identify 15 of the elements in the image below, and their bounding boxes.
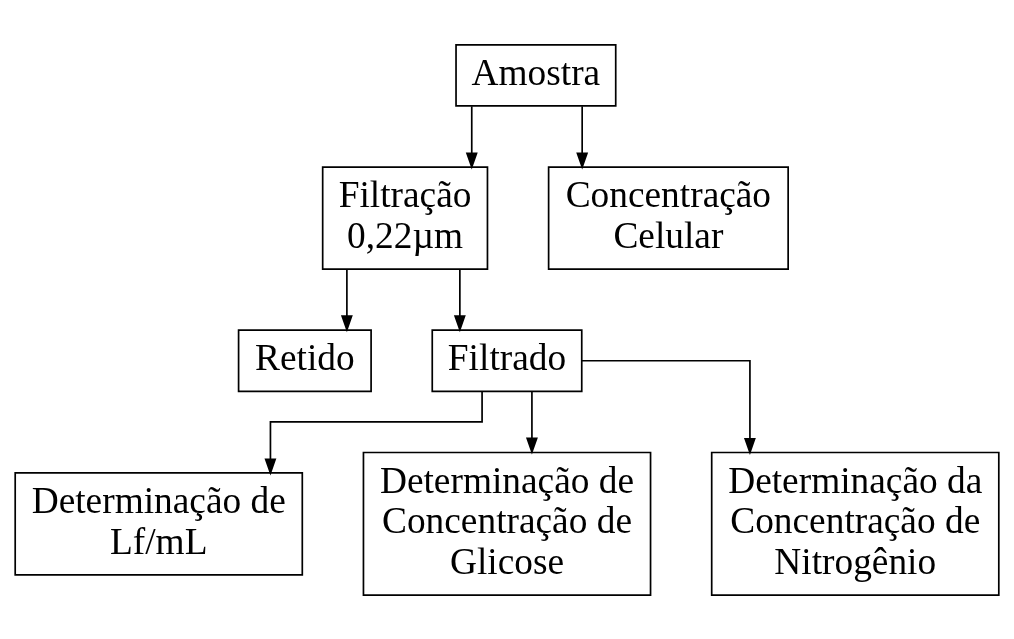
node-box: Filtrado	[431, 328, 583, 392]
node-box: Determinação da Concentração de Nitrogênio	[710, 451, 1000, 596]
arrow	[453, 268, 466, 332]
node-box: Retido	[237, 328, 372, 392]
node-box: Amostra	[455, 43, 617, 107]
arrow	[465, 105, 478, 170]
node-box: Concentração Celular	[547, 165, 789, 270]
node-box: Filtração 0,22µm	[321, 165, 489, 270]
node-box: Determinação de Concentração de Glicose	[362, 451, 652, 596]
arrow	[525, 390, 538, 455]
arrow	[340, 268, 353, 332]
arrow	[576, 105, 589, 170]
arrow	[264, 390, 483, 475]
arrow	[581, 359, 756, 455]
node-box: Determinação de Lf/mL	[14, 471, 304, 576]
